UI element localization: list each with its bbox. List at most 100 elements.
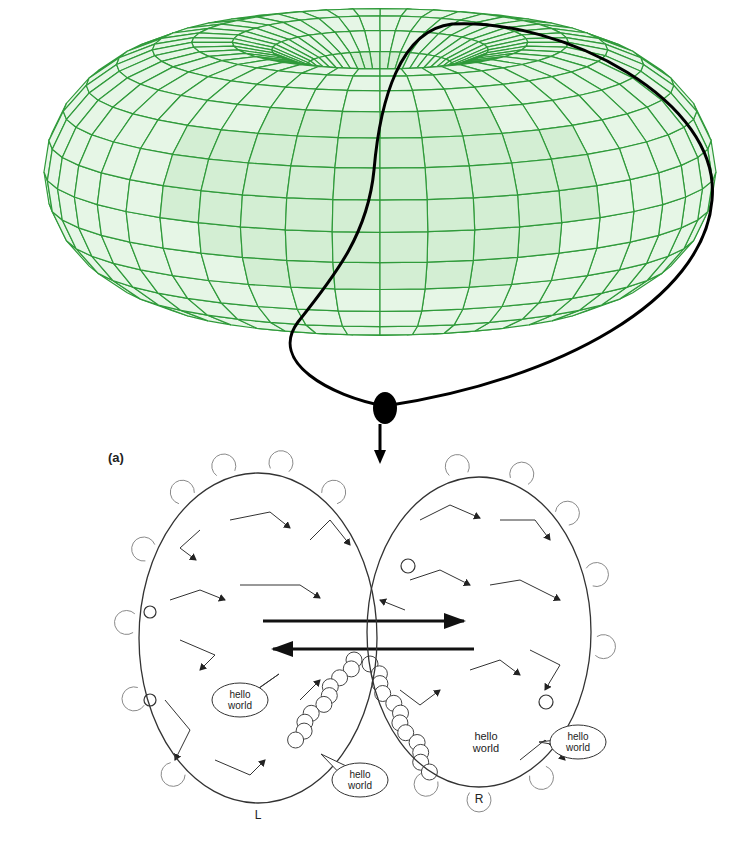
flow-arrow (380, 600, 405, 610)
torus-facet (343, 90, 381, 112)
torus-facet (473, 227, 519, 260)
torus-facet (380, 262, 427, 289)
flow-arrow (490, 580, 560, 600)
bubble-text: hello world (342, 769, 378, 791)
trajectory-curve (290, 24, 712, 406)
boundary-loop (586, 563, 608, 587)
torus-facet (559, 218, 600, 254)
torus-facet (512, 253, 559, 284)
torus-facet (425, 166, 473, 200)
boundary-loop (269, 451, 293, 472)
torus-facet (291, 136, 338, 168)
torus-facet (332, 200, 380, 233)
down-arrow-head (374, 450, 386, 464)
torus-facet (316, 75, 353, 91)
torus-facet (198, 223, 242, 258)
torus-facet (380, 111, 422, 138)
boundary-loop (170, 480, 194, 504)
torus-facet (407, 75, 444, 91)
torus-facet (425, 260, 473, 289)
small-circle (401, 559, 415, 573)
left-region-outline (138, 472, 378, 804)
torus-facet (380, 200, 428, 233)
small-circle (144, 606, 156, 618)
bubble-ellipse (212, 683, 268, 717)
torus-facet (380, 168, 427, 201)
torus-facet (160, 186, 201, 223)
bubble-text: hello world (222, 689, 258, 711)
torus-facet (297, 110, 342, 138)
torus-facet (192, 38, 234, 43)
torus-facet (463, 284, 512, 309)
flow-arrow (230, 512, 290, 528)
torus-facet (160, 218, 201, 254)
torus-facet (427, 230, 475, 262)
torus-facet (297, 309, 342, 326)
torus-facet (338, 311, 380, 327)
flow-connector (273, 648, 474, 651)
bubble-ellipse (550, 725, 606, 759)
flow-arrow (400, 690, 440, 705)
torus-facet (248, 284, 297, 309)
speech-bubble: hello world (549, 724, 607, 760)
torus-facet (201, 253, 248, 284)
torus-facet (418, 309, 463, 326)
flow-arrow (300, 680, 320, 700)
bubble-ellipse (332, 763, 388, 797)
torus-facet (473, 195, 519, 230)
torus-facet (242, 257, 290, 287)
speech-bubble: hello world (211, 682, 269, 718)
torus-facet (380, 289, 425, 311)
torus-mesh (44, 9, 716, 336)
torus-facet (518, 223, 562, 258)
region-ellipse (139, 473, 377, 803)
torus-facet (335, 289, 380, 311)
plain-text-label: hello world (466, 730, 506, 754)
torus-facet (427, 198, 475, 232)
boundary-loop (510, 462, 534, 484)
flow-arrow (180, 640, 215, 670)
boundary-loop (556, 501, 580, 525)
boundary-loop (122, 687, 144, 711)
torus-facet (422, 287, 469, 311)
torus-facet (240, 195, 286, 230)
flow-arrow (420, 505, 480, 520)
boundary-loop (529, 766, 553, 789)
torus-facet (380, 138, 425, 169)
torus-facet (463, 133, 512, 166)
panel-label: (a) (108, 450, 124, 465)
flow-arrow (170, 590, 225, 600)
flow-arrows (115, 451, 616, 812)
torus-facet (287, 166, 335, 200)
flow-arrow (410, 570, 470, 585)
region-label: R (366, 792, 592, 806)
boundary-loop (212, 454, 236, 476)
torus-facet (242, 163, 290, 198)
torus-facet (201, 159, 248, 195)
torus-facet (343, 326, 381, 335)
flow-arrow (240, 585, 320, 598)
torus-facet (512, 159, 559, 195)
bubble-text: hello world (560, 731, 596, 753)
torus-facet (198, 191, 242, 227)
torus-facet (380, 76, 412, 91)
left-region: Lhello world (138, 472, 378, 804)
boundary-loop (161, 763, 185, 787)
flow-arrow (500, 520, 550, 540)
torus-facet (285, 230, 333, 262)
flow-arrow (165, 700, 190, 760)
boundary-loop (115, 610, 135, 634)
flow-arrow (180, 530, 200, 560)
trajectory-dot (373, 392, 397, 424)
torus-facet (248, 133, 297, 166)
torus-facet (380, 326, 418, 335)
torus-facet (412, 89, 454, 111)
speech-bubble: hello world (331, 762, 389, 798)
torus-facet (518, 191, 562, 227)
torus-facet (597, 180, 634, 218)
flow-arrow (470, 660, 520, 675)
small-circle (539, 695, 553, 709)
